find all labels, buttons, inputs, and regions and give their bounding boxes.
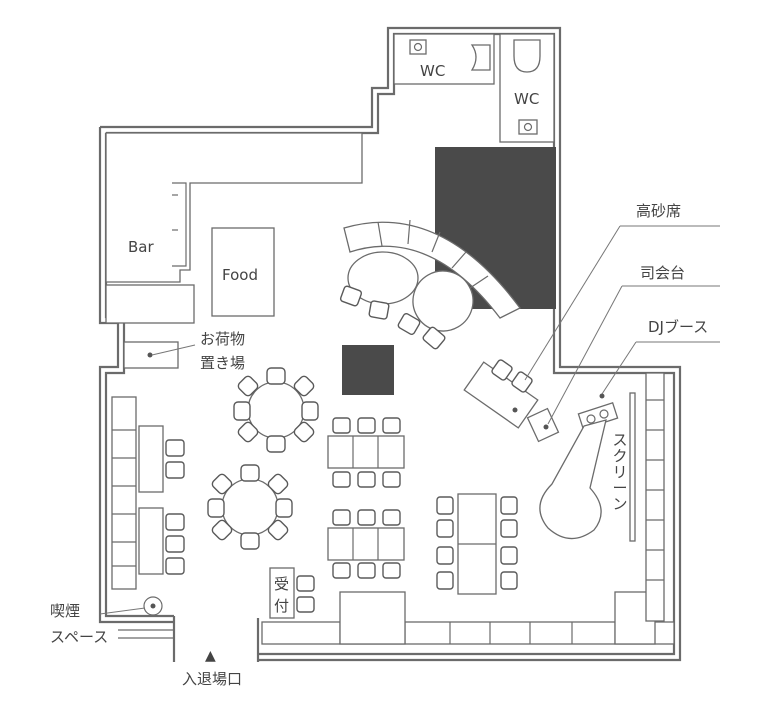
wc-left-label: WC xyxy=(420,62,445,80)
reception-label-1: 受 xyxy=(274,575,289,593)
rect-table-3 xyxy=(436,493,518,595)
bar-label: Bar xyxy=(128,238,154,256)
rect-table-1 xyxy=(327,417,405,488)
luggage-area: お荷物 置き場 xyxy=(123,330,245,372)
smoking-area: 喫煙 スペース xyxy=(50,596,163,646)
smoking-label-2: スペース xyxy=(50,628,108,646)
wc-right: WC xyxy=(499,33,555,143)
round-table-2 xyxy=(207,464,293,550)
screen-label-text: スクリーン xyxy=(612,431,627,513)
screen-label: スクリーン xyxy=(612,431,627,513)
takasago-seating xyxy=(339,219,521,350)
entrance-label: 入退場口 xyxy=(182,670,242,688)
reception-label-2: 付 xyxy=(274,597,289,615)
mc-area xyxy=(463,359,560,443)
screen xyxy=(629,372,665,622)
dj-booth xyxy=(539,393,619,540)
luggage-label-1: お荷物 xyxy=(200,330,245,348)
leader-lines xyxy=(524,225,720,425)
smoking-label-1: 喫煙 xyxy=(50,602,80,620)
food-label: Food xyxy=(222,266,258,284)
entrance-arrow-icon: ▲ xyxy=(205,648,216,664)
wc-left: WC xyxy=(393,33,495,85)
left-bench xyxy=(111,396,185,590)
dj-label: DJブース xyxy=(648,318,708,336)
pillar xyxy=(342,345,394,395)
round-table-1 xyxy=(233,367,319,453)
rect-table-2 xyxy=(327,509,405,579)
entrance: ▲ 入退場口 xyxy=(182,648,242,688)
reception: 受 付 xyxy=(269,567,315,619)
food-table: Food xyxy=(211,227,275,317)
takasago-label: 高砂席 xyxy=(636,202,681,220)
luggage-label-2: 置き場 xyxy=(200,354,245,372)
bar-counter: Bar xyxy=(105,132,363,324)
wc-right-label: WC xyxy=(514,90,539,108)
shikai-label: 司会台 xyxy=(640,264,685,282)
